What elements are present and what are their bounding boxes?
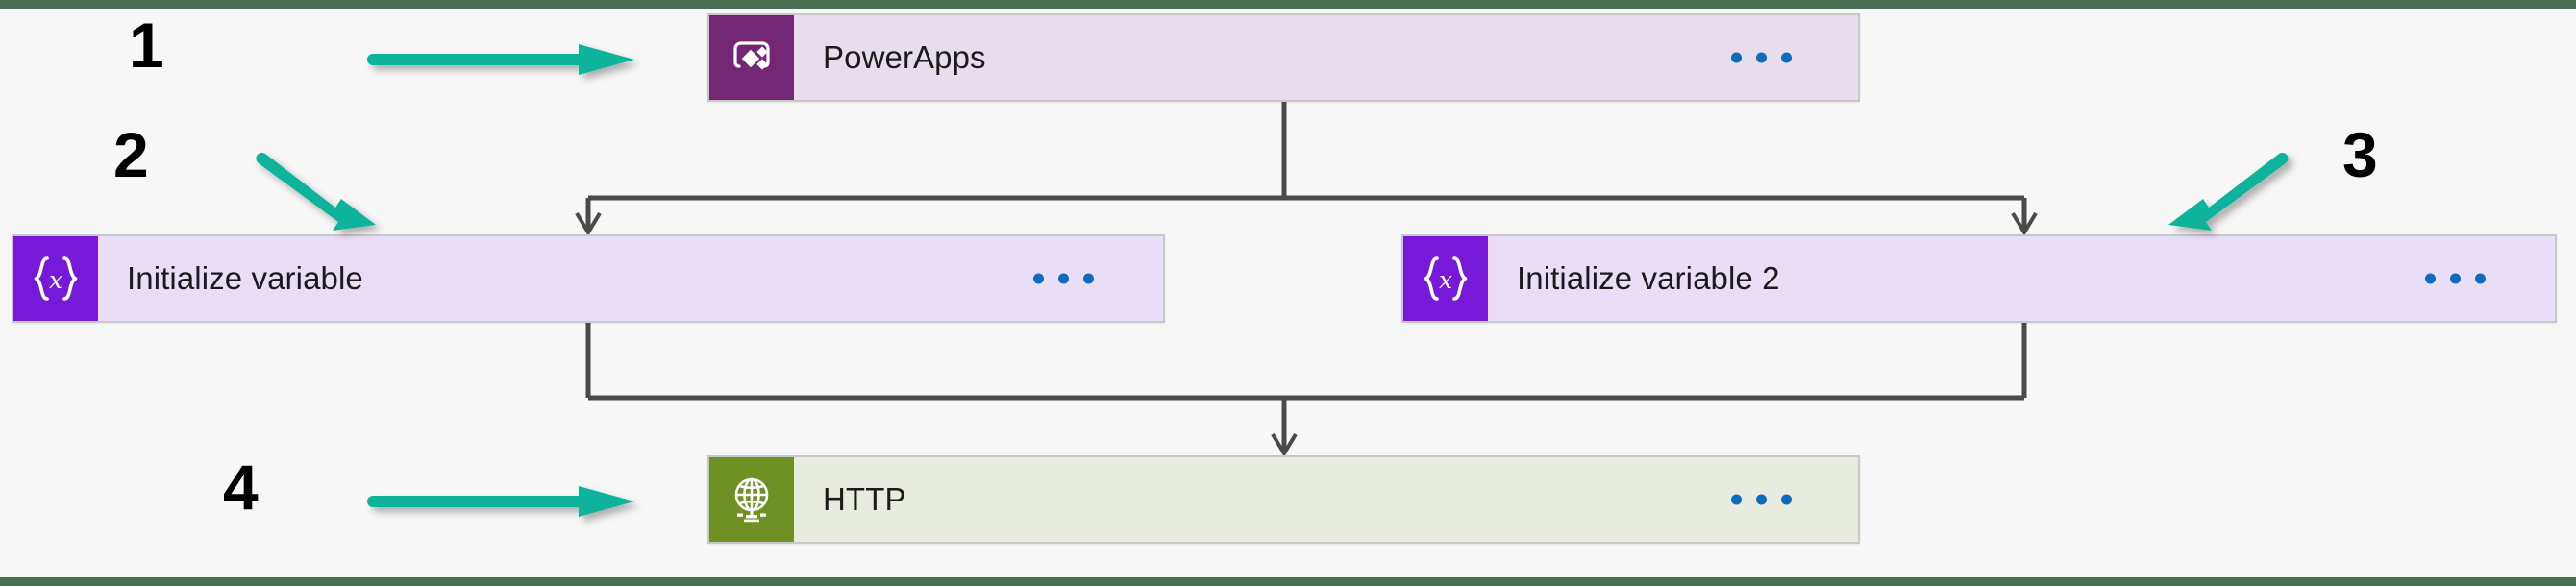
ellipsis-menu-icon[interactable]	[1731, 494, 1792, 505]
page-chrome-bar-top	[0, 0, 2576, 9]
flow-card-title: HTTP	[823, 481, 906, 517]
flow-card-initialize-variable-2[interactable]: x Initialize variable 2	[1401, 234, 2557, 323]
page-chrome-bar-bottom	[0, 577, 2576, 586]
variable-braces-icon: x	[1403, 236, 1488, 321]
annotation-arrow-3	[2168, 152, 2289, 231]
ellipsis-menu-icon[interactable]	[1731, 52, 1792, 63]
powerapps-icon	[709, 15, 794, 100]
ellipsis-menu-icon[interactable]	[1033, 273, 1094, 284]
ellipsis-menu-icon[interactable]	[2425, 273, 2486, 284]
flow-card-title: Initialize variable 2	[1517, 260, 1780, 296]
variable-braces-icon: x	[13, 236, 98, 321]
svg-text:x: x	[49, 266, 62, 294]
annotation-number-2: 2	[113, 119, 149, 190]
annotation-number-4: 4	[223, 452, 259, 523]
flow-card-body: Initialize variable 2	[1488, 236, 2555, 321]
flow-card-body: PowerApps	[794, 15, 1858, 100]
globe-http-icon	[709, 457, 794, 542]
svg-text:x: x	[1439, 266, 1452, 294]
flow-card-initialize-variable[interactable]: x Initialize variable	[12, 234, 1165, 323]
flow-card-powerapps[interactable]: PowerApps	[707, 13, 1860, 102]
flow-card-http[interactable]: HTTP	[707, 455, 1860, 544]
connector-arrowhead-http	[1271, 432, 1298, 457]
annotation-number-3: 3	[2342, 119, 2378, 190]
annotation-arrow-2	[256, 152, 376, 231]
flow-card-body: HTTP	[794, 457, 1858, 542]
connector-arrowhead-init2	[2011, 211, 2038, 236]
flow-card-title: PowerApps	[823, 39, 986, 75]
annotation-arrow-4	[367, 486, 634, 517]
annotation-number-1: 1	[129, 10, 164, 81]
flow-card-body: Initialize variable	[98, 236, 1163, 321]
annotation-arrow-1	[367, 44, 634, 75]
flow-card-title: Initialize variable	[127, 260, 363, 296]
connector-arrowhead-init1	[575, 211, 602, 236]
